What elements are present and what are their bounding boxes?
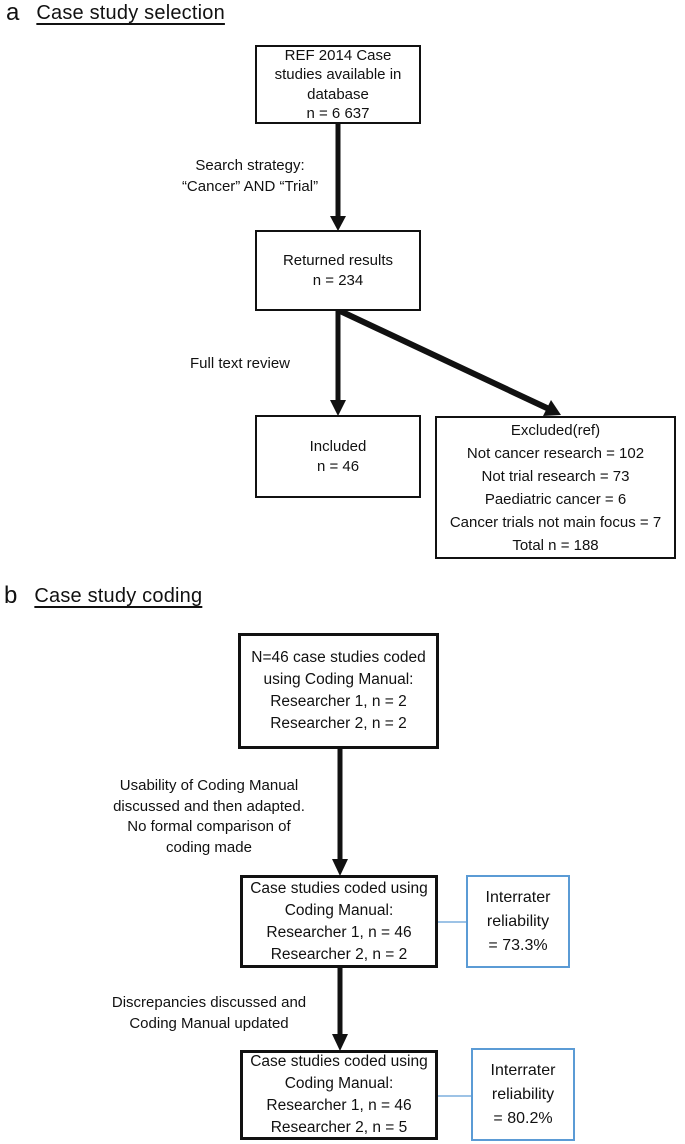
label-full-text-review: Full text review <box>189 355 291 372</box>
box-line: Researcher 2, n = 5 <box>270 1119 408 1136</box>
label-discrepancies-discussed: Discrepancies discussed and Coding Manua… <box>111 994 307 1032</box>
box-returned-results: Returned results n = 234 <box>255 230 421 311</box>
badge-interrater-reliability-1: Interrater reliability = 73.3% <box>466 875 570 968</box>
box-line: Not trial research = 73 <box>481 467 630 485</box>
panel-b-letter: b <box>4 582 18 609</box>
label-search-strategy: Search strategy: “Cancer” AND “Trial” <box>181 157 319 195</box>
box-ref2014-database: REF 2014 Case studies available in datab… <box>255 45 421 124</box>
badge-line: reliability <box>491 1085 555 1103</box>
arrow-returned-to-included <box>330 311 346 416</box>
badge-line: = 80.2% <box>493 1109 553 1127</box>
badge-line: reliability <box>486 912 550 930</box>
box-line: Coding Manual: <box>284 901 394 919</box>
box-line: Cancer trials not main focus = 7 <box>449 513 662 531</box>
box-line: Case studies coded using <box>250 879 428 897</box>
box-line: Case studies coded using <box>250 1053 428 1070</box>
box-line: using Coding Manual: <box>263 671 414 688</box>
box-line: Researcher 2, n = 2 <box>270 945 408 963</box>
box-line: n = 46 <box>316 457 360 475</box>
box-initial-coding: N=46 case studies coded using Coding Man… <box>238 633 439 749</box>
box-line: studies available in <box>274 66 402 83</box>
box-line: Coding Manual: <box>284 1075 394 1092</box>
box-coding-round3: Case studies coded using Coding Manual: … <box>240 1050 438 1140</box>
box-line: Researcher 1, n = 46 <box>266 1097 412 1114</box>
panel-b-title: Case study coding <box>34 585 203 607</box>
box-line: N=46 case studies coded <box>251 649 426 666</box>
arrow-initial-to-round2 <box>332 748 348 876</box>
box-line: Total n = 188 <box>512 536 599 554</box>
box-line: n = 234 <box>312 271 364 289</box>
badge-line: Interrater <box>485 888 551 906</box>
box-line: Researcher 1, n = 46 <box>266 923 412 941</box>
box-line: Researcher 1, n = 2 <box>270 693 407 710</box>
arrow-returned-to-excluded <box>336 307 561 416</box>
box-line: REF 2014 Case <box>284 46 392 64</box>
box-line: Included <box>309 438 367 455</box>
box-line: database <box>307 85 369 103</box>
box-line: Excluded(ref) <box>510 421 601 439</box>
panel-a-title: Case study selection <box>36 2 225 24</box>
box-line: Researcher 2, n = 2 <box>270 715 407 732</box>
panel-a-header: a Case study selection <box>6 0 225 26</box>
box-excluded: Excluded(ref) Not cancer research = 102 … <box>435 416 676 559</box>
box-line: Not cancer research = 102 <box>466 444 645 462</box>
panel-b-header: b Case study coding <box>4 583 202 609</box>
box-line: Paediatric cancer = 6 <box>484 490 627 508</box>
box-included: Included n = 46 <box>255 415 421 498</box>
badge-interrater-reliability-2: Interrater reliability = 80.2% <box>471 1048 575 1141</box>
box-line: n = 6 637 <box>306 105 370 122</box>
badge-line: = 73.3% <box>488 936 548 954</box>
box-line: Returned results <box>282 252 394 269</box>
label-usability-coding-manual: Usability of Coding Manual discussed and… <box>113 777 305 856</box>
arrow-round2-to-round3 <box>332 968 348 1051</box>
box-coding-round2: Case studies coded using Coding Manual: … <box>240 875 438 968</box>
panel-a-letter: a <box>6 0 20 26</box>
badge-line: Interrater <box>490 1061 556 1079</box>
